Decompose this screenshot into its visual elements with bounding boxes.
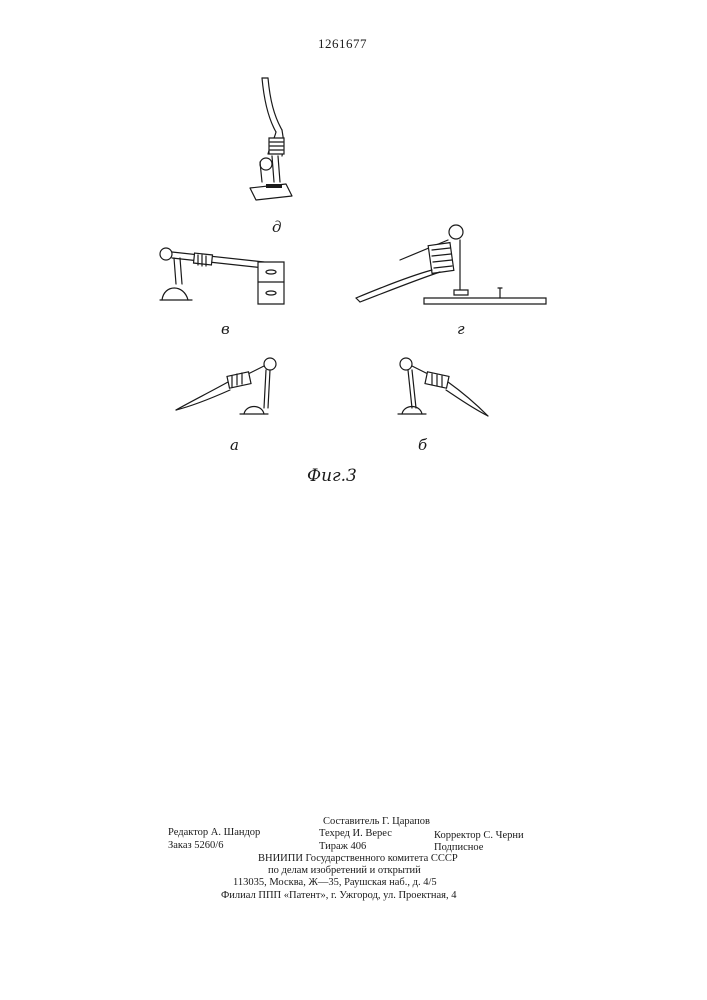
panel-label-d: д [272,218,282,236]
figure-d-handstand-drawing [240,70,320,210]
figure-v-plank-box-drawing [156,244,290,310]
imprint-address: 113035, Москва, Ж—35, Раушская наб., д. … [233,876,437,889]
imprint-editor: Редактор А. Шандор [168,826,260,839]
patent-number: 1261677 [318,36,367,52]
imprint-branch: Филиал ППП «Патент», г. Ужгород, ул. Про… [221,889,456,902]
figure-b-front-support-drawing [396,352,496,422]
panel-label-v: в [221,320,230,338]
panel-label-g: г [457,320,465,338]
figure-g-side-support-drawing [350,220,550,310]
panel-label-a: а [230,436,239,454]
figure-a-front-support-drawing [170,352,282,422]
panel-label-b: б [418,436,427,454]
imprint-techred: Техред И. Верес [319,827,392,840]
figure-caption: Фиг.3 [307,466,357,486]
imprint-order: Заказ 5260/6 [168,839,223,852]
